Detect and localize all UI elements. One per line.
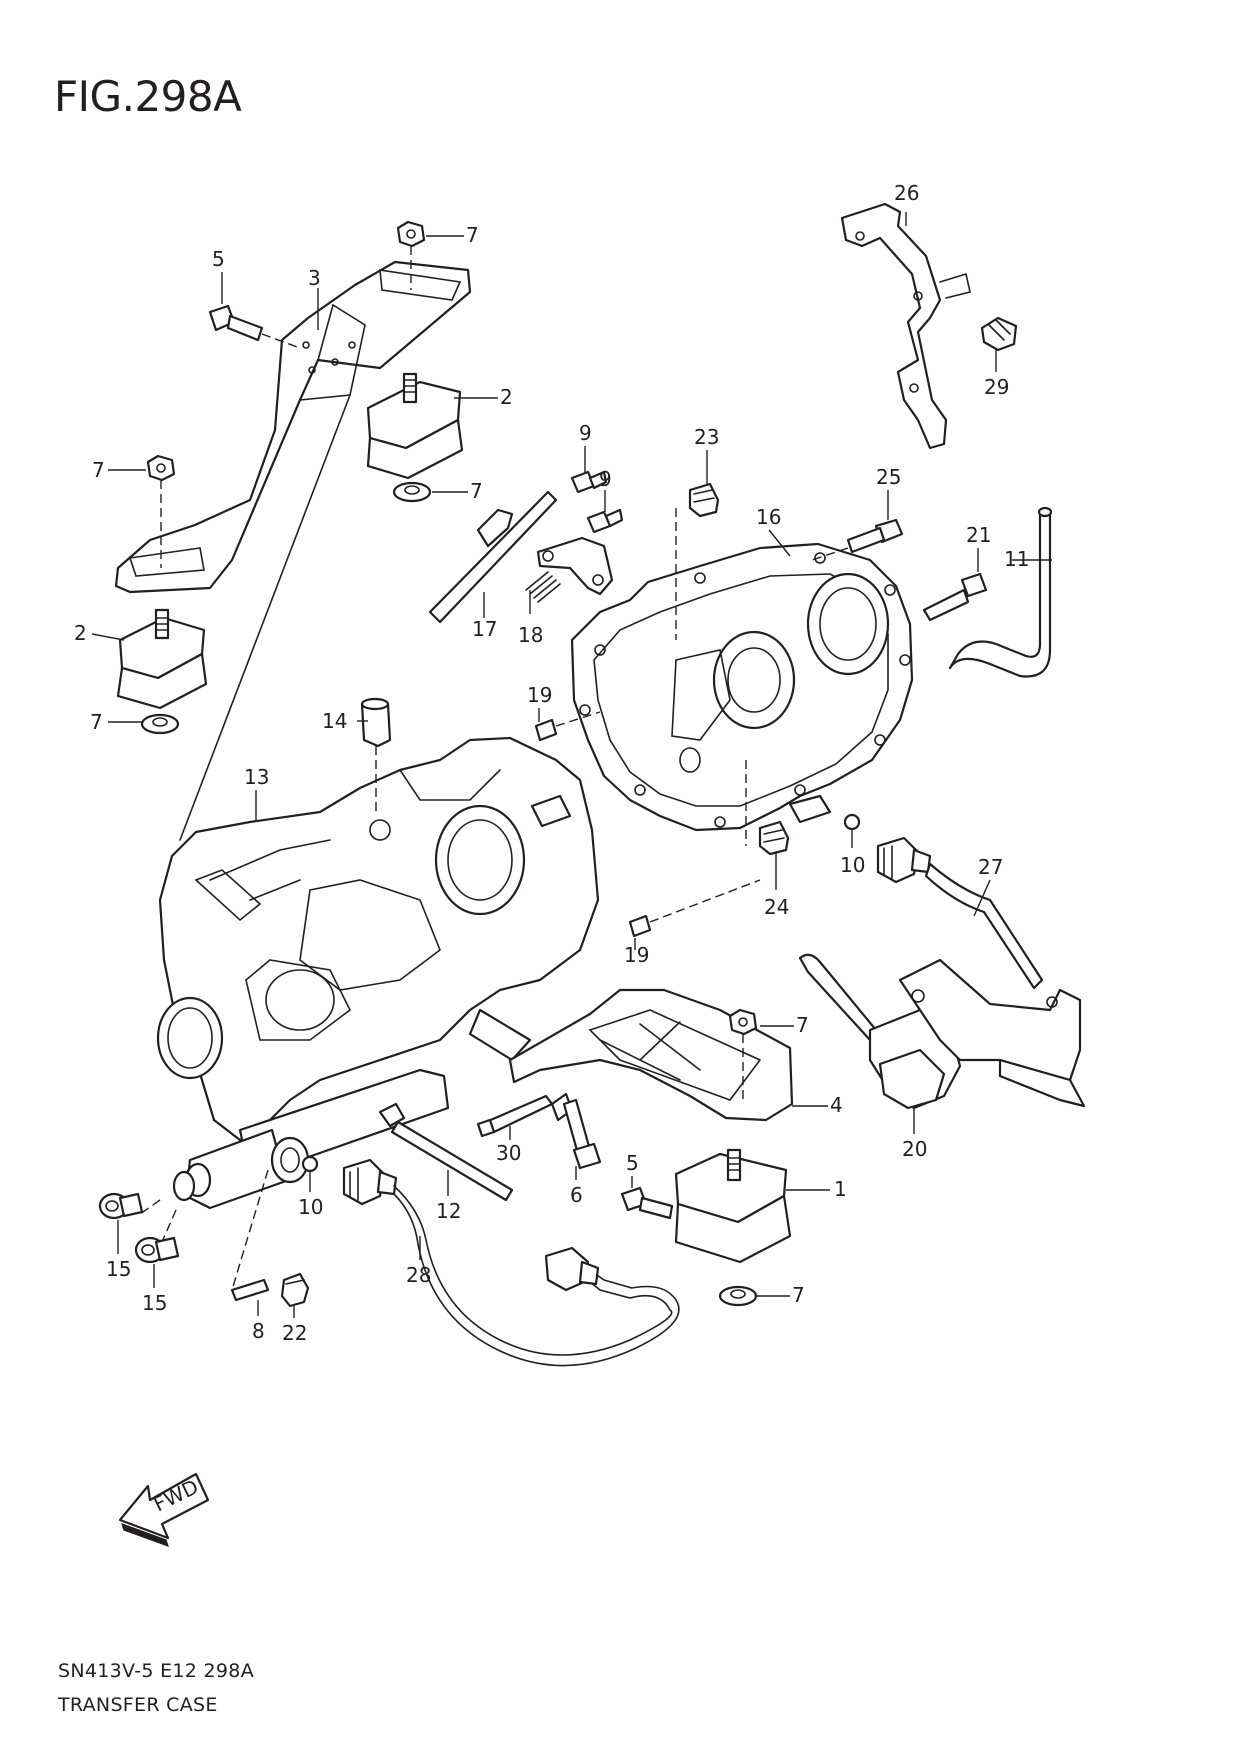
callout-2: 2 bbox=[74, 621, 87, 645]
callout-5: 5 bbox=[626, 1151, 639, 1175]
nut-7-tray bbox=[728, 1008, 758, 1100]
washer-10-right bbox=[843, 813, 861, 831]
section-name: TRANSFER CASE bbox=[58, 1694, 218, 1716]
callout-20: 20 bbox=[902, 1137, 927, 1161]
actuator-part-20 bbox=[798, 953, 1086, 1110]
callout-22: 22 bbox=[282, 1321, 307, 1345]
callout-5: 5 bbox=[212, 247, 225, 271]
callout-7: 7 bbox=[470, 479, 483, 503]
plug-15-lower bbox=[134, 1236, 180, 1264]
callout-15: 15 bbox=[142, 1291, 167, 1315]
callout-28: 28 bbox=[406, 1263, 431, 1287]
nut-7-left-upper bbox=[146, 454, 176, 568]
callout-7: 7 bbox=[796, 1013, 809, 1037]
rubber-mount-2-lower bbox=[116, 608, 208, 710]
callout-7: 7 bbox=[792, 1283, 805, 1307]
model-code: SN413V-5 E12 298A bbox=[58, 1660, 254, 1682]
callout-26: 26 bbox=[894, 181, 919, 205]
bolt-9-upper bbox=[570, 470, 608, 494]
callout-7: 7 bbox=[466, 223, 479, 247]
plug-part-22 bbox=[280, 1272, 310, 1308]
bolt-part-6 bbox=[550, 1092, 602, 1170]
callout-7: 7 bbox=[90, 710, 103, 734]
callout-18: 18 bbox=[518, 623, 543, 647]
callout-13: 13 bbox=[244, 765, 269, 789]
hose-part-11 bbox=[948, 506, 1053, 678]
nut-7-top bbox=[396, 220, 426, 290]
bolt-5-lower bbox=[620, 1186, 674, 1220]
bolt-25 bbox=[811, 518, 904, 561]
strap-part-12 bbox=[378, 1102, 514, 1202]
leader-lines bbox=[91, 212, 1052, 1318]
spring-bracket-part-18 bbox=[525, 536, 614, 603]
callout-12: 12 bbox=[436, 1199, 461, 1223]
callout-23: 23 bbox=[694, 425, 719, 449]
clip-part-29 bbox=[980, 316, 1018, 352]
callout-14: 14 bbox=[322, 709, 347, 733]
callout-21: 21 bbox=[966, 523, 991, 547]
washer-7-upper bbox=[392, 481, 432, 503]
callout-4: 4 bbox=[830, 1093, 843, 1117]
callout-7: 7 bbox=[92, 458, 105, 482]
dowel-19-lower bbox=[628, 879, 761, 938]
callout-9: 9 bbox=[579, 421, 592, 445]
callout-24: 24 bbox=[764, 895, 789, 919]
dowel-19-upper bbox=[534, 711, 601, 742]
plug-24 bbox=[745, 760, 790, 856]
plate-part-17 bbox=[428, 490, 558, 624]
callout-16: 16 bbox=[756, 505, 781, 529]
sensor-part-27 bbox=[876, 836, 1044, 990]
figure-title: FIG.298A bbox=[54, 72, 242, 121]
washer-7-left-lower bbox=[140, 713, 180, 735]
callout-29: 29 bbox=[984, 375, 1009, 399]
rubber-mount-2-upper bbox=[366, 372, 464, 480]
callout-6: 6 bbox=[570, 1183, 583, 1207]
tray-part-4 bbox=[508, 988, 794, 1122]
callout-10: 10 bbox=[840, 853, 865, 877]
callout-10: 10 bbox=[298, 1195, 323, 1219]
clip-part-30 bbox=[476, 1094, 554, 1138]
fwd-arrow-icon: FWD bbox=[118, 1472, 210, 1547]
pin-part-8 bbox=[230, 1278, 270, 1302]
plug-23 bbox=[675, 482, 720, 640]
rubber-mount-part-1 bbox=[674, 1148, 792, 1264]
main-case-part-13 bbox=[139, 736, 600, 1291]
callout-19: 19 bbox=[527, 683, 552, 707]
mounting-bracket-part-3 bbox=[114, 260, 472, 841]
washer-7-bottom bbox=[718, 1285, 758, 1307]
callout-2: 2 bbox=[500, 385, 513, 409]
callout-3: 3 bbox=[308, 266, 321, 290]
bolt-21 bbox=[922, 572, 988, 622]
callout-19: 19 bbox=[624, 943, 649, 967]
sensor-part-28 bbox=[342, 1158, 680, 1367]
bolt-5-top bbox=[208, 304, 301, 349]
callout-15: 15 bbox=[106, 1257, 131, 1281]
callout-1: 1 bbox=[834, 1177, 847, 1201]
callout-27: 27 bbox=[978, 855, 1003, 879]
pin-part-14 bbox=[360, 697, 392, 812]
bracket-part-26 bbox=[840, 202, 971, 450]
plug-15-upper bbox=[98, 1192, 144, 1220]
bolt-9-lower bbox=[586, 508, 624, 534]
callout-30: 30 bbox=[496, 1141, 521, 1165]
callout-9: 9 bbox=[599, 467, 612, 491]
callout-8: 8 bbox=[252, 1319, 265, 1343]
callout-17: 17 bbox=[472, 617, 497, 641]
callout-25: 25 bbox=[876, 465, 901, 489]
case-half-part-16 bbox=[570, 542, 914, 832]
washer-10-left bbox=[301, 1155, 319, 1173]
callout-11: 11 bbox=[1004, 547, 1029, 571]
